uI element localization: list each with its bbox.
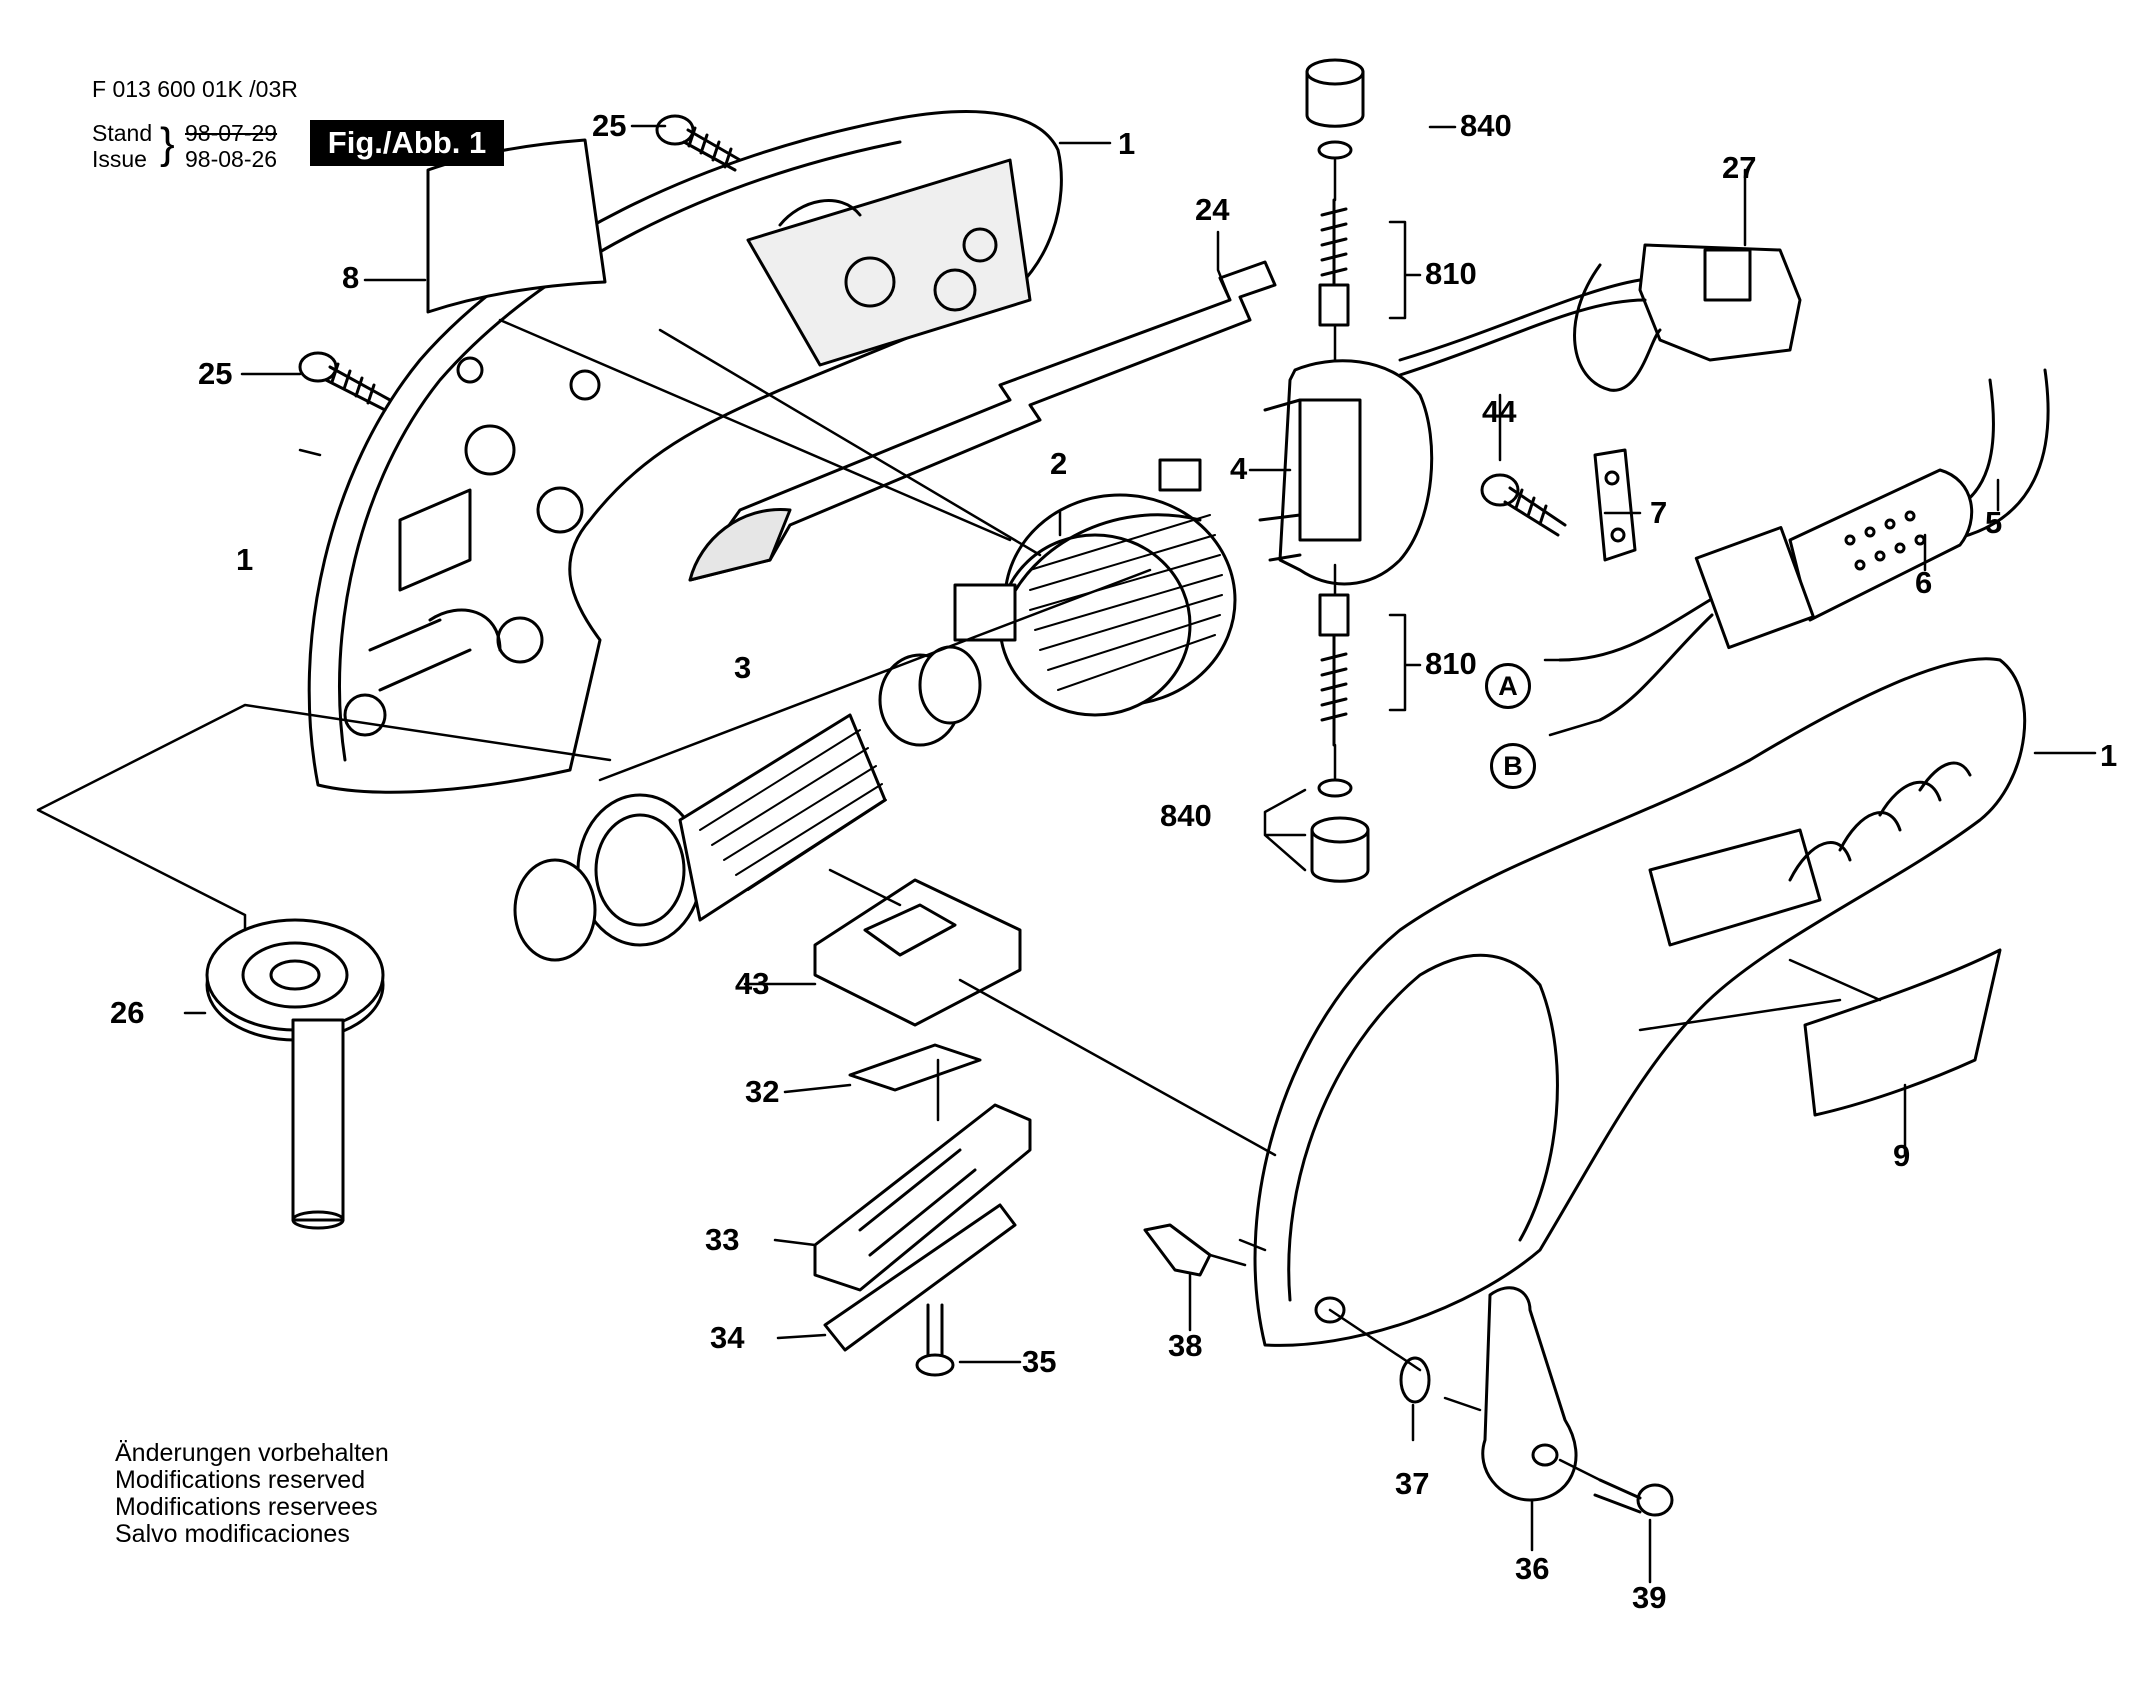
part-label-1-left: 1 [236,542,254,577]
cap-840-bottom [1310,778,1370,883]
cable-protector-6 [1558,468,1974,722]
armature-3 [513,645,982,962]
screw-44 [1480,473,1567,537]
housing-half-left [307,110,1063,794]
part-label-43: 43 [735,966,770,1001]
part-label-840-bottom: 840 [1160,798,1212,833]
brush-holder-4 [1258,359,1434,586]
part-label-33: 33 [705,1222,740,1257]
issue-date: 98-08-26 [185,146,278,172]
part-label-35: 35 [1022,1344,1057,1379]
part-label-8: 8 [342,260,360,295]
foot-plate-33 [813,1103,1032,1292]
part-label-1-right: 1 [2100,738,2118,773]
part-label-6: 6 [1915,565,1933,600]
housing-half-right [1253,657,2027,1347]
part-label-25-top: 25 [592,108,627,143]
part-label-38: 38 [1168,1328,1203,1363]
part-label-39: 39 [1632,1580,1667,1615]
part-label-9: 9 [1893,1138,1911,1173]
part-label-37: 37 [1395,1466,1430,1501]
part-label-36: 36 [1515,1551,1550,1586]
note-german: Änderungen vorbehalten [115,1439,389,1467]
bearing-bracket-43 [813,878,1022,1027]
screw-39 [1593,1478,1674,1517]
clip-38 [1143,1223,1212,1277]
part-label-810-top: 810 [1425,256,1477,291]
note-english: Modifications reserved [115,1466,366,1494]
brush-810-top [1318,198,1350,327]
switch-27 [1398,243,1802,392]
brush-810-bottom [1318,593,1350,747]
wire-marker-a: A [1485,663,1531,709]
screw-25-left [298,351,392,412]
part-label-3: 3 [734,650,752,685]
retaining-ring-37 [1399,1356,1431,1404]
field-coil-2 [953,458,1237,717]
gear-26 [205,918,385,1230]
document-code: F 013 600 01K /03R [92,76,298,102]
cable-clamp-7 [1593,448,1637,562]
label-plate-9 [1803,948,2002,1117]
part-label-25-left: 25 [198,356,233,391]
slider-34 [823,1203,1017,1352]
note-french: Modifications reservees [115,1493,378,1521]
part-label-840-top: 840 [1460,108,1512,143]
brace-glyph: } [160,119,175,168]
switch-rod-24 [688,260,1277,582]
stand-label: Stand [92,120,153,146]
part-label-24: 24 [1195,192,1230,227]
part-label-810-bottom: 810 [1425,646,1477,681]
note-spanish: Salvo modificaciones [115,1520,350,1548]
part-label-7: 7 [1650,495,1668,530]
part-label-32: 32 [745,1074,780,1109]
figure-badge: Fig./Abb. 1 [310,120,504,166]
part-label-5: 5 [1985,505,2003,540]
part-label-27: 27 [1722,150,1757,185]
part-label-2: 2 [1050,446,1068,481]
lever-36 [1481,1286,1578,1502]
part-label-4: 4 [1230,451,1248,486]
screw-25-top [655,114,742,172]
screw-35 [915,1303,955,1377]
part-label-1-top: 1 [1118,126,1136,161]
part-label-26: 26 [110,995,145,1030]
part-label-34: 34 [710,1320,745,1355]
cap-840-top [1305,58,1365,160]
part-label-44: 44 [1482,394,1517,429]
stand-date: 98-07-29 [185,120,278,146]
wire-marker-b: B [1490,743,1536,789]
issue-label: Issue [92,146,147,172]
plate-32 [848,1043,982,1092]
